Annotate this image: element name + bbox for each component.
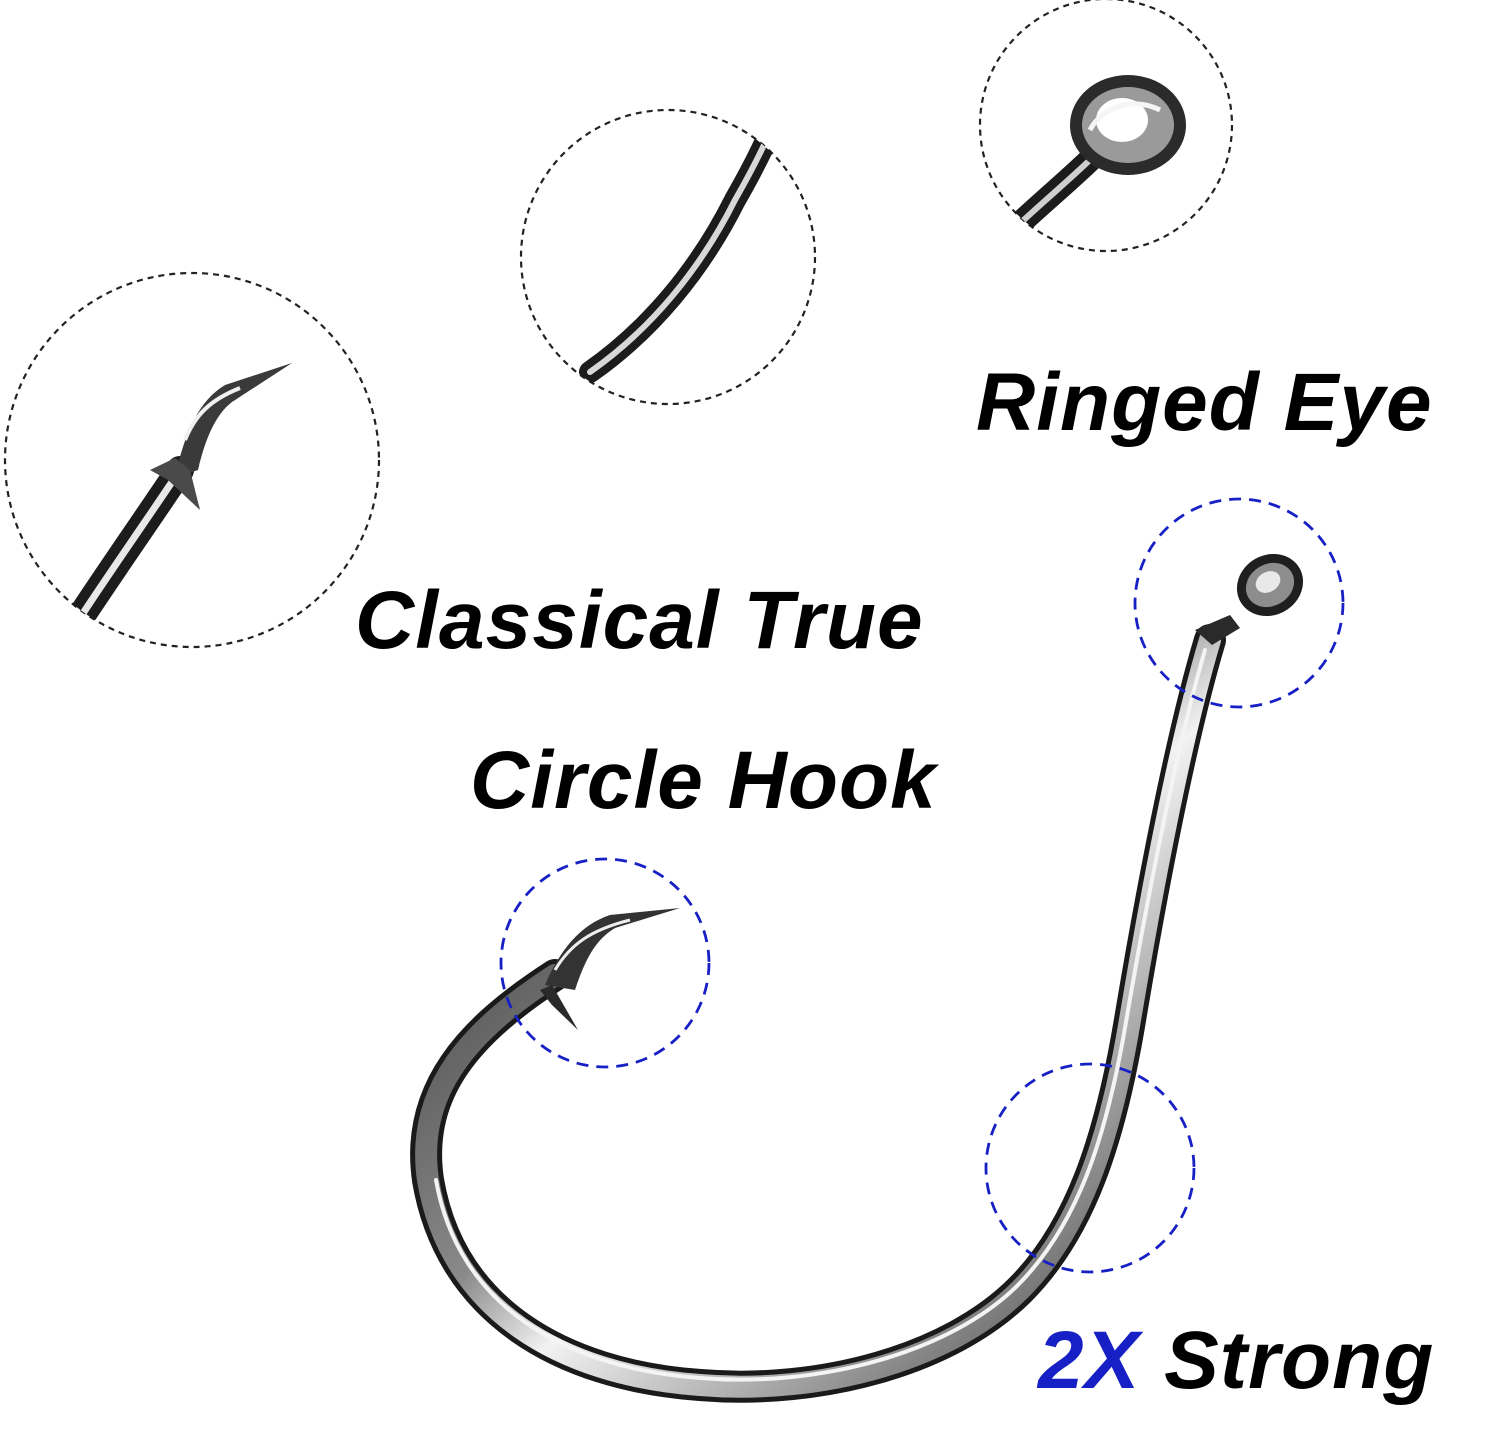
- zoom-eye-circle: [978, 0, 1234, 253]
- classical-true-label: Classical True: [355, 575, 924, 666]
- ringed-eye-icon: [1003, 75, 1186, 240]
- callout-point-circle: [499, 857, 711, 1069]
- strength-value: 2X: [1038, 1315, 1141, 1406]
- zoom-shank-circle: [519, 108, 817, 406]
- hook-point-icon: [26, 363, 292, 647]
- zoom-point-circle: [3, 271, 381, 649]
- callout-eye-circle: [1133, 497, 1345, 709]
- circle-hook-label: Circle Hook: [470, 735, 937, 826]
- callout-bend-circle: [984, 1062, 1196, 1274]
- strength-word: Strong: [1164, 1315, 1435, 1406]
- ringed-eye-label: Ringed Eye: [976, 357, 1433, 448]
- circle-hook-icon: [410, 553, 1304, 1403]
- strength-label: 2X Strong: [1038, 1320, 1434, 1402]
